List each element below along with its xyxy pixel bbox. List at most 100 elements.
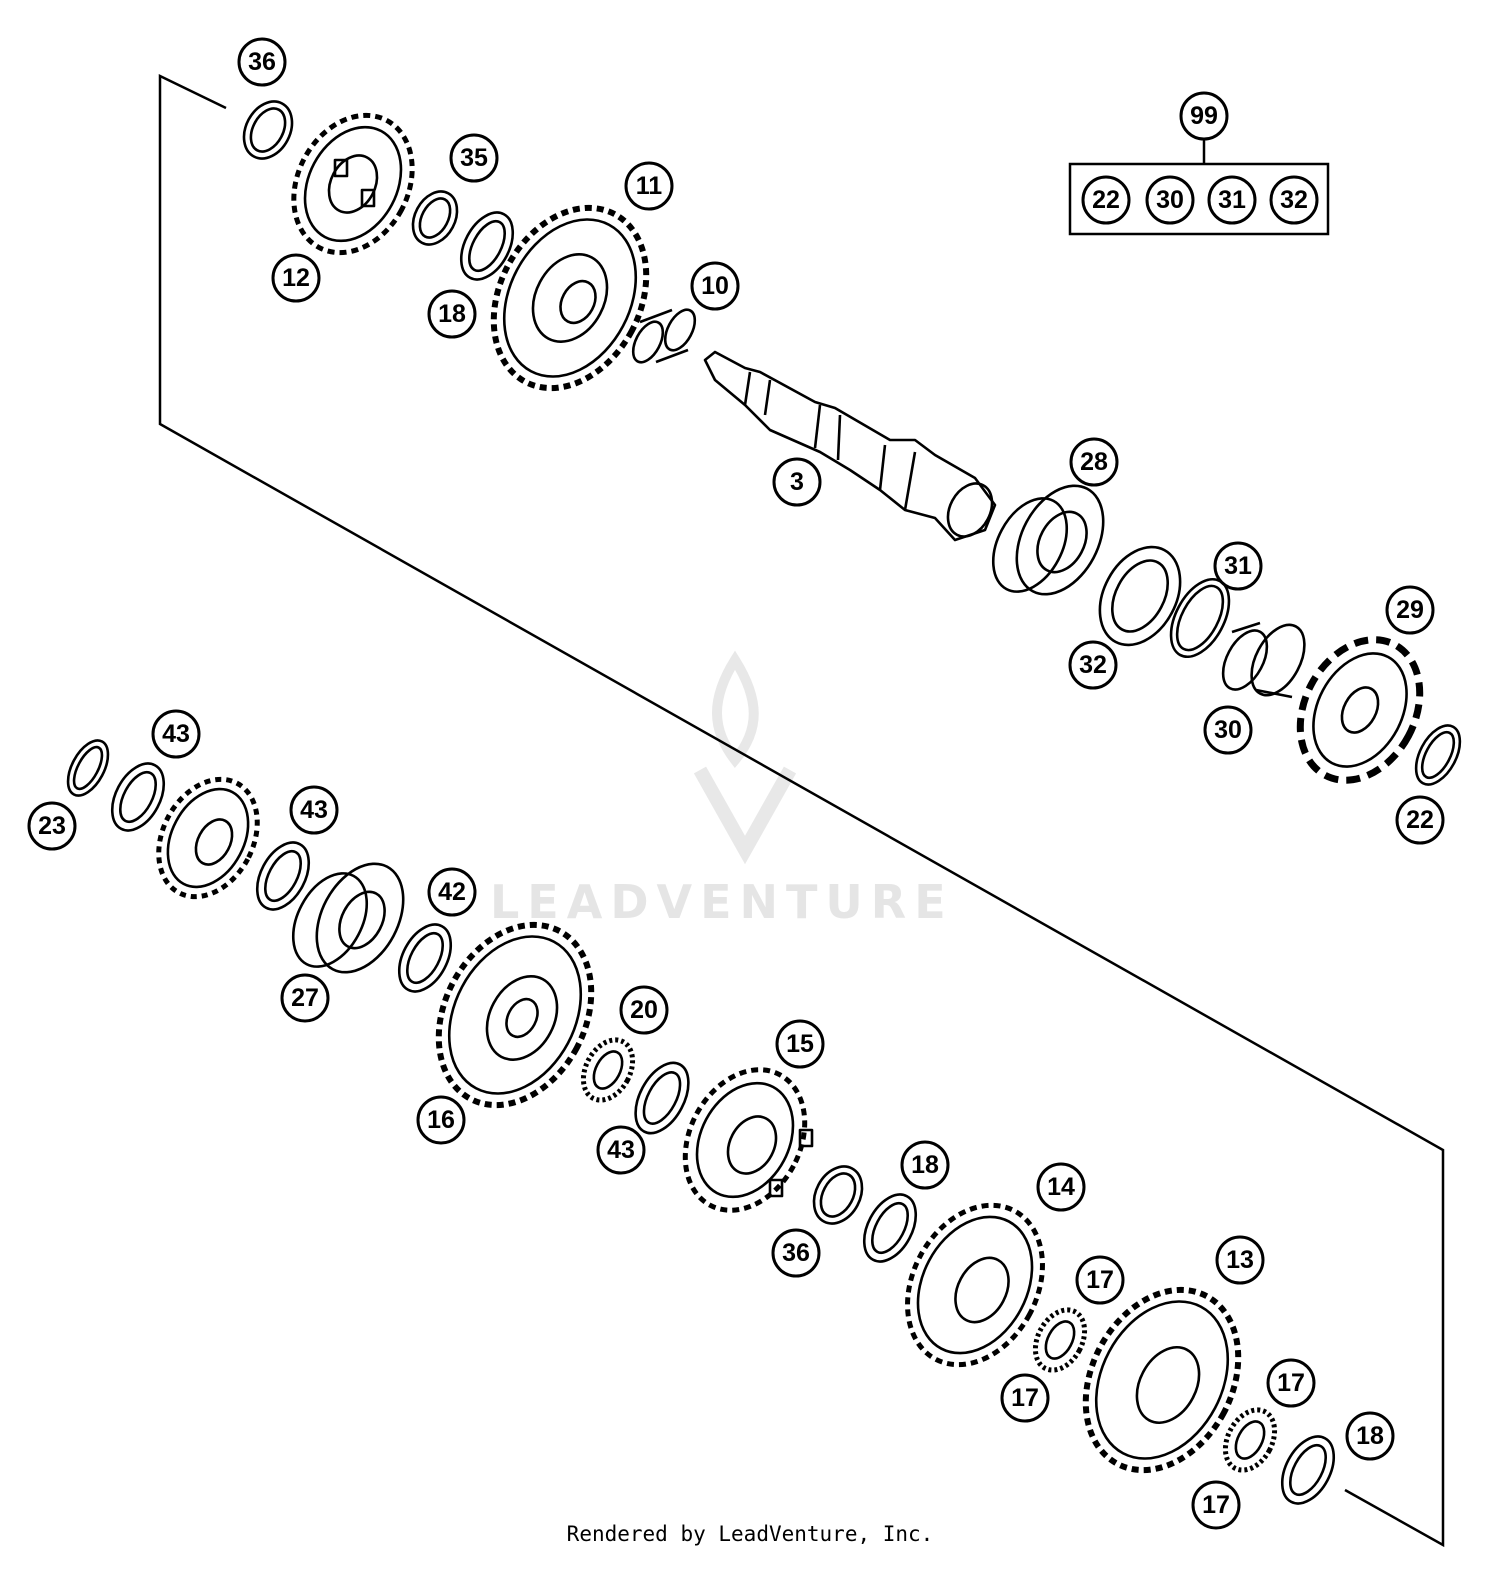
callout-number: 13 (1226, 1246, 1254, 1274)
callout-42: 42 (427, 867, 477, 917)
gear-16 (435, 921, 595, 1109)
callout-number: 99 (1190, 102, 1218, 130)
callout-circle (27, 801, 77, 851)
callout-circle (1179, 91, 1229, 141)
callout-27: 27 (280, 973, 330, 1023)
gear-small-lower (156, 776, 260, 900)
callout-23: 23 (27, 801, 77, 851)
needle-bearing-17-a (1032, 1307, 1088, 1373)
callout-17: 17 (1000, 1373, 1050, 1423)
callout-number: 17 (1086, 1266, 1114, 1294)
callout-35: 35 (449, 133, 499, 183)
gear-11 (490, 204, 650, 392)
callout-number: 15 (786, 1030, 814, 1058)
callout-circle (151, 709, 201, 759)
callout-number: 22 (1092, 186, 1120, 214)
bearing-27 (291, 862, 405, 974)
callout-number: 16 (427, 1106, 455, 1134)
callout-circle (900, 1140, 950, 1190)
kit-item-32: 32 (1269, 175, 1319, 225)
bearing-28 (991, 484, 1105, 596)
callout-14: 14 (1036, 1162, 1086, 1212)
washer-18-mid (862, 1193, 918, 1263)
callout-number: 27 (291, 984, 319, 1012)
callout-circle (237, 37, 287, 87)
washer-43-a (110, 762, 166, 832)
gear-13 (1082, 1286, 1242, 1474)
kit-number-callout: 99 (1179, 91, 1229, 141)
callout-29: 29 (1385, 585, 1435, 635)
watermark-text: LEADVENTURE (490, 875, 954, 929)
callout-circle (1069, 437, 1119, 487)
callout-circle (1068, 640, 1118, 690)
callout-number: 30 (1214, 716, 1242, 744)
callout-number: 31 (1224, 552, 1252, 580)
callout-number: 31 (1218, 186, 1246, 214)
callout-number: 28 (1080, 448, 1108, 476)
callout-circle (1036, 1162, 1086, 1212)
spacer-30 (1221, 621, 1306, 699)
callout-31: 31 (1213, 541, 1263, 591)
callout-11: 11 (624, 161, 674, 211)
callout-circle (271, 253, 321, 303)
callout-43: 43 (289, 785, 339, 835)
callout-circle (690, 261, 740, 311)
circlip-23 (66, 739, 110, 797)
callout-number: 43 (300, 796, 328, 824)
callout-circle (1207, 175, 1257, 225)
callout-17: 17 (1075, 1255, 1125, 1305)
callout-number: 32 (1280, 186, 1308, 214)
callout-circle (1266, 1358, 1316, 1408)
callout-number: 43 (162, 720, 190, 748)
callout-number: 11 (636, 172, 663, 200)
callout-number: 30 (1156, 186, 1184, 214)
callout-circle (416, 1095, 466, 1145)
callout-36: 36 (237, 37, 287, 87)
callout-number: 36 (248, 48, 276, 76)
callout-circle (427, 867, 477, 917)
callout-13: 13 (1215, 1235, 1265, 1285)
callout-circle (1145, 175, 1195, 225)
needle-bearing-20 (580, 1037, 636, 1103)
callout-number: 3 (790, 468, 804, 496)
callout-number: 36 (782, 1239, 810, 1267)
callout-number: 43 (607, 1136, 635, 1164)
callout-36: 36 (771, 1228, 821, 1278)
kit-item-31: 31 (1207, 175, 1257, 225)
circlip-36-lower (812, 1165, 864, 1225)
callout-circle (775, 1019, 825, 1069)
washer-18-lower (1280, 1435, 1336, 1505)
callout-circle (1203, 705, 1253, 755)
callout-17: 17 (1266, 1358, 1316, 1408)
callout-circle (772, 457, 822, 507)
callout-20: 20 (619, 985, 669, 1035)
callout-circle (1385, 585, 1435, 635)
callout-number: 22 (1406, 806, 1434, 834)
callout-3: 3 (772, 457, 822, 507)
callout-number: 23 (38, 812, 66, 840)
callout-15: 15 (775, 1019, 825, 1069)
callout-circle (289, 785, 339, 835)
sprocket-29 (1296, 636, 1424, 784)
callout-number: 10 (701, 272, 729, 300)
callout-28: 28 (1069, 437, 1119, 487)
washer-43-b (255, 841, 311, 911)
callout-circle (280, 973, 330, 1023)
callout-number: 18 (438, 300, 466, 328)
callout-circle (449, 133, 499, 183)
callout-circle (619, 985, 669, 1035)
callout-circle (427, 289, 477, 339)
callout-circle (596, 1125, 646, 1175)
bushing-10 (631, 308, 697, 364)
callout-circle (1075, 1255, 1125, 1305)
gear-12 (291, 112, 415, 256)
main-shaft-3 (703, 350, 997, 542)
circlip-22 (1414, 724, 1462, 786)
callout-16: 16 (416, 1095, 466, 1145)
seal-32 (1098, 545, 1182, 647)
callout-number: 32 (1079, 651, 1107, 679)
callout-circle (1081, 175, 1131, 225)
callout-30: 30 (1203, 705, 1253, 755)
callout-circle (1215, 1235, 1265, 1285)
